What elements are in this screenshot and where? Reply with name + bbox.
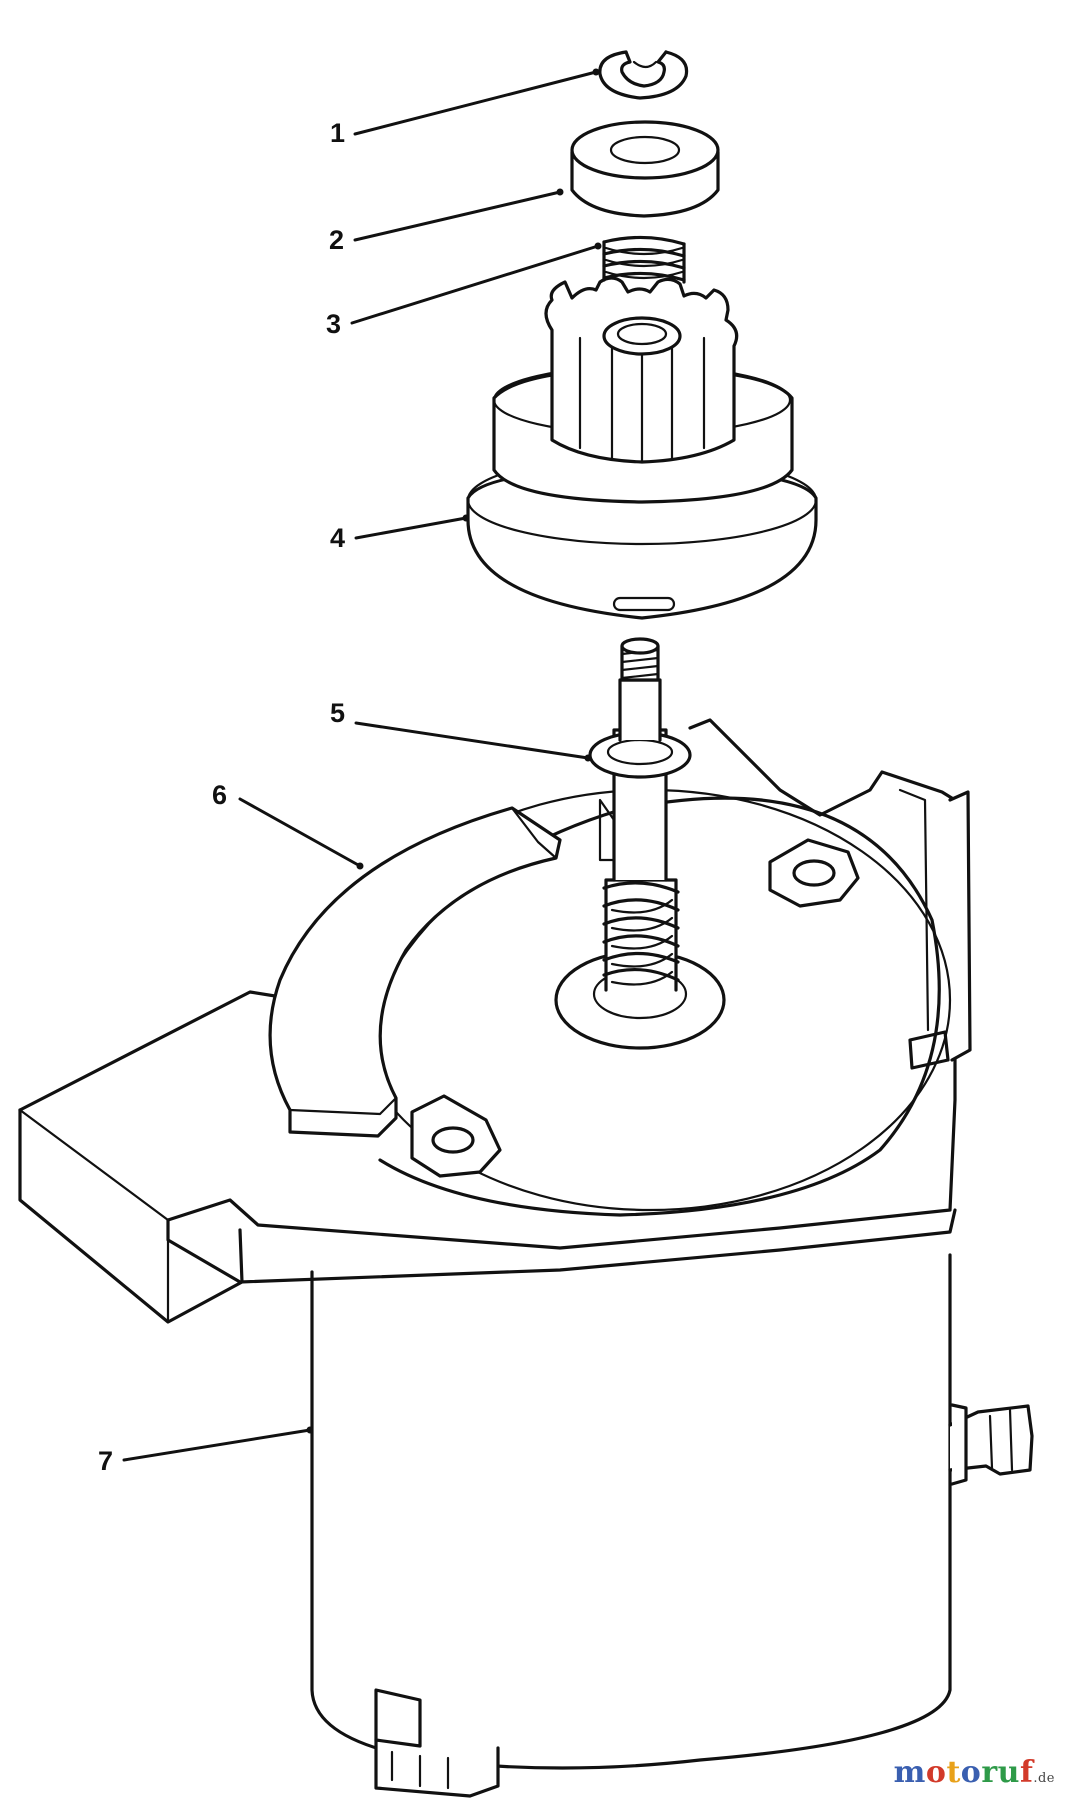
- leader-lines: [122, 68, 602, 1462]
- anti-drift-spring: [602, 235, 686, 284]
- leader-line-7: [122, 1428, 312, 1462]
- callout-3: 3: [326, 309, 342, 339]
- watermark-brand: motoruf: [893, 1755, 1034, 1790]
- callout-1: 1: [330, 118, 346, 148]
- starter-motor-housing: [310, 1253, 1034, 1798]
- leader-line-3: [350, 244, 600, 325]
- watermark-logo: motoruf.de: [894, 1755, 1055, 1790]
- callout-2: 2: [329, 225, 345, 255]
- watermark-suffix: .de: [1033, 1771, 1055, 1786]
- leader-line-5: [354, 721, 590, 760]
- callout-7: 7: [98, 1446, 114, 1476]
- retaining-clip: [598, 50, 689, 100]
- leader-line-4: [354, 516, 468, 540]
- callout-6: 6: [212, 780, 228, 810]
- arc-dust-cover: [268, 806, 562, 1138]
- callout-4: 4: [330, 523, 346, 553]
- leader-line-6: [238, 797, 362, 868]
- pinion-gear-drive: [466, 276, 818, 620]
- leader-line-2: [353, 190, 562, 242]
- spring-retainer-cap: [570, 120, 720, 218]
- callout-5: 5: [330, 698, 346, 728]
- mounting-bracket: [18, 718, 972, 1324]
- drive-shaft-assembly: [554, 637, 726, 1050]
- leader-line-1: [353, 70, 598, 136]
